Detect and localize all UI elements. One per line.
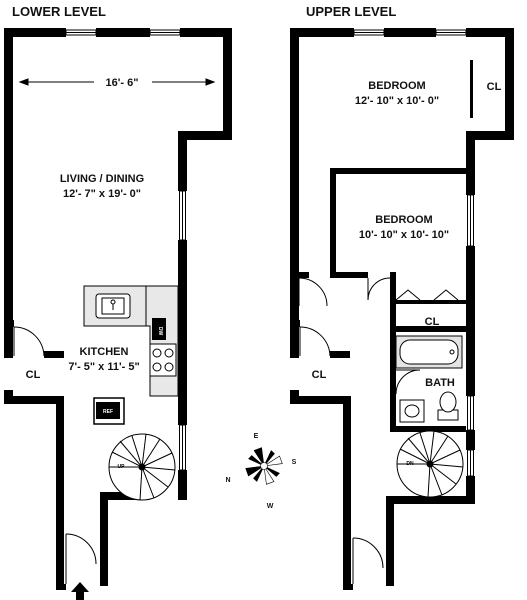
lower-windows (65, 29, 186, 471)
lower-stair-label: UP (118, 464, 126, 470)
bedroom2-label: BEDROOM (375, 214, 432, 226)
bathtub (395, 335, 463, 369)
entry-arrow-icon (71, 582, 89, 600)
living-dining-label: LIVING / DINING (60, 173, 144, 185)
upper-stair-label: DN (406, 461, 414, 467)
sink-icon (110, 299, 116, 310)
bath-label: BATH (425, 377, 455, 389)
refrigerator-label: REF (103, 409, 113, 415)
lower-level-title: LOWER LEVEL (12, 4, 106, 19)
upper-level-title: UPPER LEVEL (306, 4, 396, 19)
bedroom1-size: 12'- 10" x 10'- 0" (355, 95, 439, 107)
compass-e: E (254, 433, 259, 440)
upper-closet-c-label: CL (312, 369, 327, 381)
upper-closet-b-label: CL (425, 316, 440, 328)
lower-walls (4, 28, 232, 590)
upper-spiral-stair (396, 430, 464, 498)
refrigerator (93, 397, 125, 425)
compass-n: N (225, 477, 230, 484)
dishwasher-label: DW (157, 327, 163, 336)
upper-walls (290, 28, 514, 590)
bedroom2-size: 10'- 10" x 10'- 10" (359, 229, 449, 241)
compass-rose-icon (245, 447, 283, 485)
lower-closet-label: CL (26, 369, 41, 381)
kitchen-size: 7'- 5" x 11'- 5" (68, 361, 139, 373)
lower-doors (13, 326, 97, 584)
upper-doors (298, 277, 459, 584)
width-dimension-label: 16'- 6" (106, 77, 139, 89)
compass-w: W (267, 503, 274, 510)
width-dimension (18, 78, 216, 86)
dishwasher (152, 318, 166, 340)
upper-closet-a-label: CL (487, 81, 502, 93)
vanity (399, 399, 425, 423)
stove-icon (149, 343, 177, 377)
kitchen-label: KITCHEN (80, 346, 129, 358)
lower-spiral-stair (108, 425, 178, 501)
living-dining-size: 12'- 7" x 19'- 0" (63, 188, 141, 200)
toilet (437, 391, 459, 421)
upper-windows (353, 29, 474, 477)
kitchen-counter (83, 285, 179, 397)
bedroom1-label: BEDROOM (368, 80, 425, 92)
compass-s: S (292, 459, 297, 466)
